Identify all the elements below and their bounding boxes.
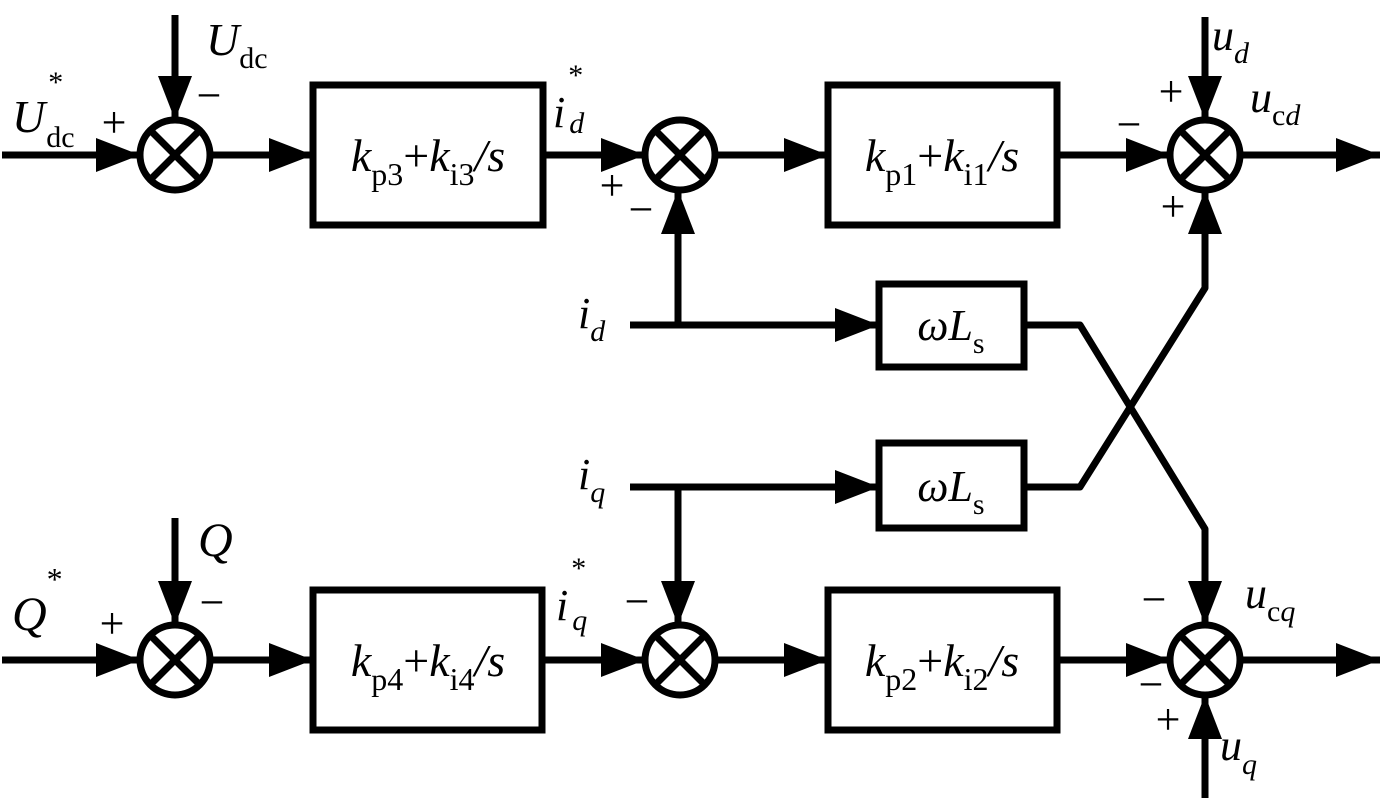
label-iq-ref: i*q: [556, 552, 587, 637]
sign-j2-bottom-minus: −: [629, 185, 654, 234]
junction-id-error: [641, 116, 719, 194]
sign-j4-left-plus: +: [100, 599, 125, 648]
label-udc-ref: U*dc: [12, 66, 75, 154]
junction-iq-error: [641, 621, 719, 699]
junction-ucd-sum: [1166, 116, 1244, 194]
sign-j3-bottom-plus: +: [1161, 182, 1186, 231]
sign-j5-top-minus: −: [625, 577, 650, 626]
block-pi-id: [824, 81, 1061, 229]
block-pi-iq-label: kp2+ki2/s: [865, 635, 1019, 697]
label-ud: ud: [1212, 11, 1250, 70]
block-wls-q: [875, 439, 1028, 532]
sign-j6-left-minus: −: [1139, 660, 1164, 709]
block-pi-q-label: kp4+ki4/s: [351, 635, 505, 697]
block-pi-vdc-label: kp3+ki3/s: [351, 130, 505, 192]
sign-j1-top-minus: −: [197, 71, 222, 120]
label-id-ref: i*d: [553, 59, 585, 140]
sign-j2-left-plus: +: [600, 161, 625, 210]
sign-j6-bottom-plus: +: [1156, 695, 1181, 744]
label-q: Q: [198, 514, 233, 567]
block-wls-q-label: ωLs: [917, 462, 984, 521]
sign-j4-top-minus: −: [200, 578, 225, 627]
label-id: id: [578, 289, 606, 348]
block-wls-d-label: ωLs: [917, 301, 984, 360]
label-ucq: ucq: [1245, 569, 1295, 628]
label-ucd: ucd: [1250, 73, 1301, 132]
junction-udc-error: [136, 116, 214, 194]
junction-q-error: [136, 621, 214, 699]
sign-j3-top-plus: +: [1159, 67, 1184, 116]
line-wls-q-cross-to-j3: [1024, 190, 1222, 491]
block-wls-d: [875, 280, 1028, 371]
label-q-ref: Q*: [12, 561, 63, 641]
block-pi-q: [309, 586, 546, 734]
block-pi-vdc: [309, 81, 547, 229]
sign-j1-left-plus: +: [102, 98, 127, 147]
label-udc: Udc: [206, 14, 268, 75]
label-uq: uq: [1220, 721, 1257, 781]
label-iq: iq: [578, 450, 605, 509]
block-pi-id-label: kp1+ki1/s: [865, 130, 1019, 192]
line-wls-d-cross-to-j6: [1024, 321, 1222, 625]
block-pi-iq: [824, 586, 1061, 734]
sign-j6-top-minus: −: [1142, 575, 1167, 624]
sign-j3-left-minus: −: [1117, 100, 1142, 149]
junction-ucq-sum: [1166, 621, 1244, 699]
